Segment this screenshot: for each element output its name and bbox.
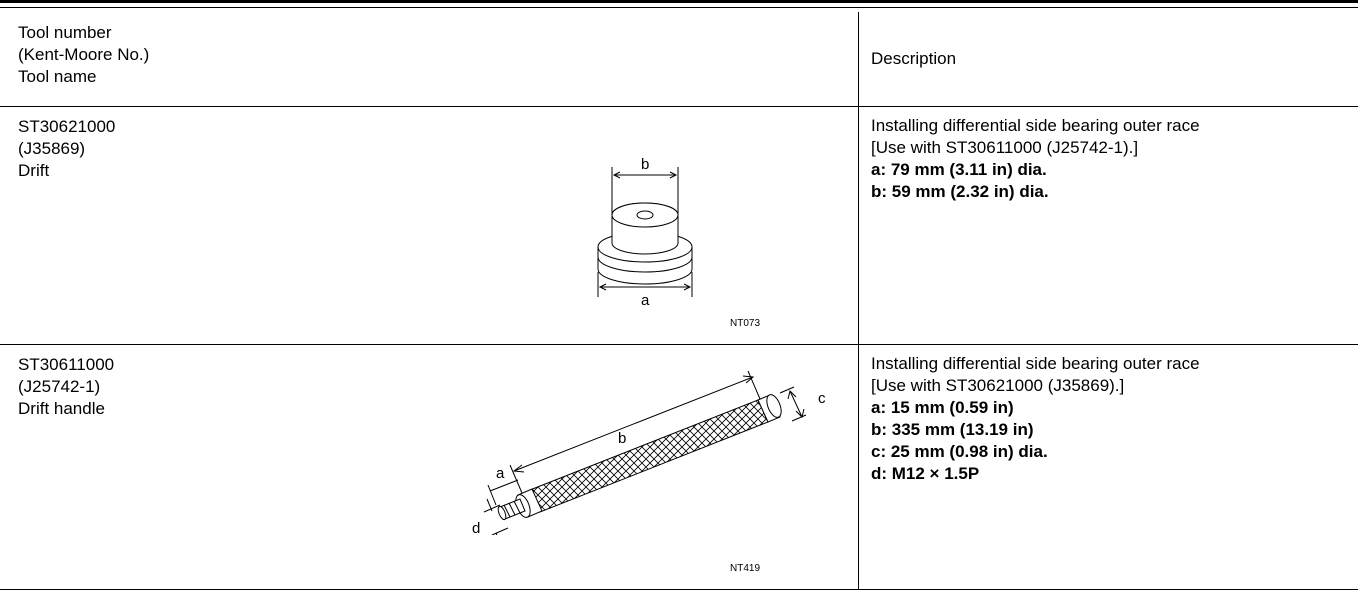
label-d: d <box>472 520 480 535</box>
description-cell: Installing differential side bearing out… <box>859 107 1358 345</box>
tool-name: Drift handle <box>18 398 114 420</box>
kent-moore-number: (J25742-1) <box>18 376 114 398</box>
description-header: Description <box>871 49 956 68</box>
header-line: (Kent-Moore No.) <box>18 44 149 66</box>
label-b: b <box>641 156 649 173</box>
header-line: Tool name <box>18 66 149 88</box>
kent-moore-number: (J35869) <box>18 138 115 160</box>
drift-handle-illustration: b a c d <box>470 355 830 535</box>
spec-line: c: 25 mm (0.98 in) dia. <box>871 441 1358 463</box>
tool-number: ST30611000 <box>18 354 114 376</box>
figure-code: NT073 <box>730 313 760 335</box>
top-rule-thin <box>0 7 1358 8</box>
table-row: ST30621000 (J35869) Drift <box>0 107 1358 345</box>
description-line: Installing differential side bearing out… <box>871 115 1358 137</box>
spec-line: b: 59 mm (2.32 in) dia. <box>871 181 1358 203</box>
table-header-row: Tool number (Kent-Moore No.) Tool name D… <box>0 12 1358 107</box>
tool-header-cell: Tool number (Kent-Moore No.) Tool name <box>0 12 859 107</box>
label-a: a <box>496 465 505 482</box>
tool-number: ST30621000 <box>18 116 115 138</box>
tool-name: Drift <box>18 160 115 182</box>
label-a: a <box>641 292 650 307</box>
description-line: [Use with ST30611000 (J25742-1).] <box>871 137 1358 159</box>
label-b: b <box>618 430 626 447</box>
description-line: Installing differential side bearing out… <box>871 353 1358 375</box>
tool-cell: ST30611000 (J25742-1) Drift handle <box>0 345 859 590</box>
tool-info: ST30611000 (J25742-1) Drift handle <box>18 354 114 420</box>
description-header-cell: Description <box>859 12 1358 107</box>
drift-illustration: b a <box>590 147 710 307</box>
description-line: [Use with ST30621000 (J35869).] <box>871 375 1358 397</box>
tool-header-text: Tool number (Kent-Moore No.) Tool name <box>18 22 149 88</box>
header-line: Tool number <box>18 22 149 44</box>
label-c: c <box>818 390 826 407</box>
description-cell: Installing differential side bearing out… <box>859 345 1358 590</box>
top-rule-thick <box>0 0 1358 3</box>
figure-code: NT419 <box>730 558 760 580</box>
spec-line: a: 79 mm (3.11 in) dia. <box>871 159 1358 181</box>
tool-info: ST30621000 (J35869) Drift <box>18 116 115 182</box>
table-row: ST30611000 (J25742-1) Drift handle <box>0 345 1358 590</box>
tool-cell: ST30621000 (J35869) Drift <box>0 107 859 345</box>
spec-line: d: M12 × 1.5P <box>871 463 1358 485</box>
special-service-tools-table: Tool number (Kent-Moore No.) Tool name D… <box>0 12 1358 590</box>
spec-line: a: 15 mm (0.59 in) <box>871 397 1358 419</box>
spec-line: b: 335 mm (13.19 in) <box>871 419 1358 441</box>
